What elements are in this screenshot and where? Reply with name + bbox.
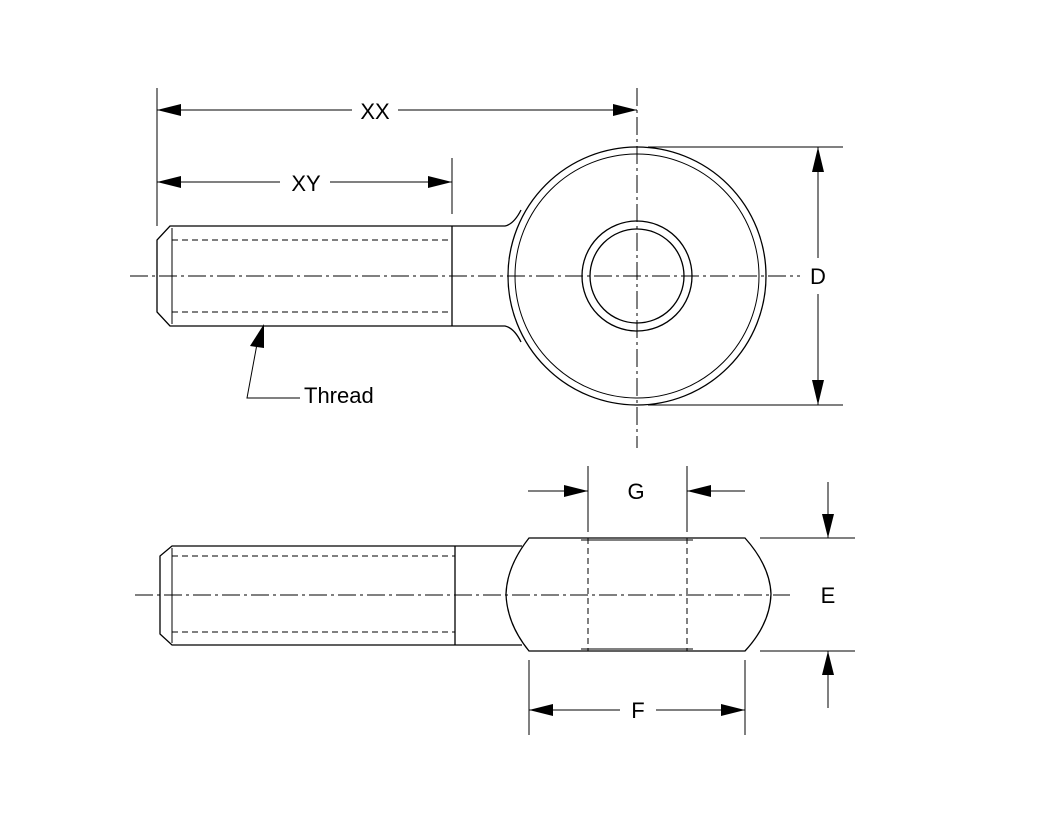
thread-label: Thread	[304, 383, 374, 408]
dimension-xy-label: XY	[291, 171, 321, 196]
bottom-eye	[505, 537, 772, 652]
dimension-d-label: D	[810, 264, 826, 289]
dimension-f-label: F	[631, 698, 644, 723]
dimension-g: G	[528, 466, 745, 532]
top-shank	[156, 209, 522, 343]
top-view	[130, 88, 800, 448]
dimension-g-label: G	[627, 479, 644, 504]
dimension-xy: XY	[157, 158, 453, 214]
dimension-xx: XX	[156, 88, 637, 226]
dimension-e-label: E	[821, 583, 836, 608]
dimension-e: E	[760, 482, 855, 708]
thread-callout: Thread	[246, 324, 374, 408]
dimension-d: D	[648, 146, 843, 406]
dimension-f: F	[528, 660, 746, 735]
bottom-view	[135, 537, 790, 652]
dimension-xx-label: XX	[360, 99, 390, 124]
